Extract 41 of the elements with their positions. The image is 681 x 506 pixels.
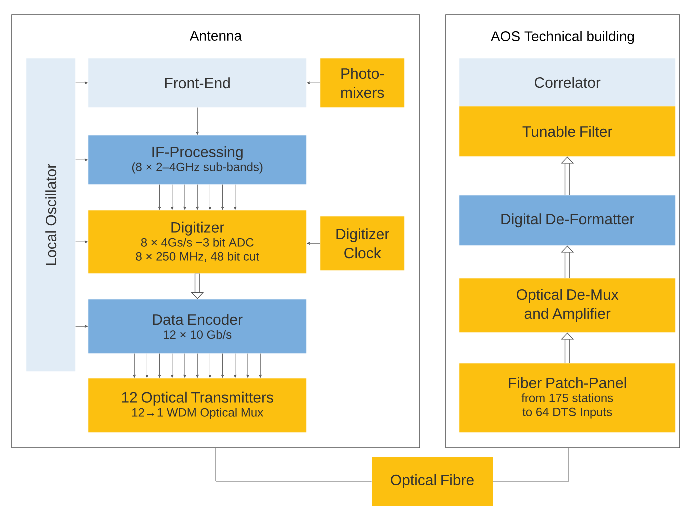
arrow [158, 354, 162, 378]
arrow [307, 82, 321, 84]
process-box: Fiber Patch-Panel from 175 stations to 64 DTS Inputs [460, 364, 676, 433]
connector-line [216, 448, 372, 482]
arrow [76, 158, 88, 162]
arrow [246, 354, 250, 378]
arrow [234, 354, 237, 378]
arrow [196, 108, 200, 136]
arrow [171, 184, 174, 210]
arrow [184, 184, 186, 210]
arrow [76, 325, 88, 328]
process-box: Optical De-Mux and Amplifier [460, 278, 676, 333]
process-box: Data Encoder 12 × 10 Gb/s [88, 300, 307, 354]
process-box: Tunable Filter [460, 106, 676, 157]
process-box: Optical Fibre [372, 457, 493, 506]
arrow [221, 354, 224, 378]
arrow [208, 184, 212, 210]
arrow [184, 354, 186, 378]
arrow [196, 354, 200, 378]
process-box: Digitizer 8 × 4Gs/s −3 bit ADC 8 × 250 MHz, 48 bit cut [88, 210, 307, 274]
arrow [146, 354, 149, 378]
arrow [208, 354, 212, 378]
process-box: Photo-mixers [320, 58, 405, 108]
process-box: 12 Optical Transmitters 12→1 WDM Optical Mux [88, 378, 307, 433]
arrow [196, 184, 200, 210]
connector-line [492, 448, 570, 482]
arrow [259, 354, 262, 378]
arrow [158, 184, 162, 210]
arrow [221, 184, 224, 210]
process-box: Front-End [88, 58, 307, 108]
process-box: Digitizer Clock [320, 216, 405, 271]
process-box: Correlator [460, 58, 676, 107]
oscillator-bar: Local Oscillator [26, 58, 76, 372]
arrow [234, 184, 237, 210]
arrow [76, 240, 88, 244]
process-box: Digital De-Formatter [460, 196, 676, 246]
arrow [76, 82, 88, 84]
process-box: IF-Processing (8 × 2–4GHz sub-bands) [88, 136, 307, 185]
arrow [133, 354, 136, 378]
arrow [307, 242, 321, 245]
arrow [171, 354, 174, 378]
